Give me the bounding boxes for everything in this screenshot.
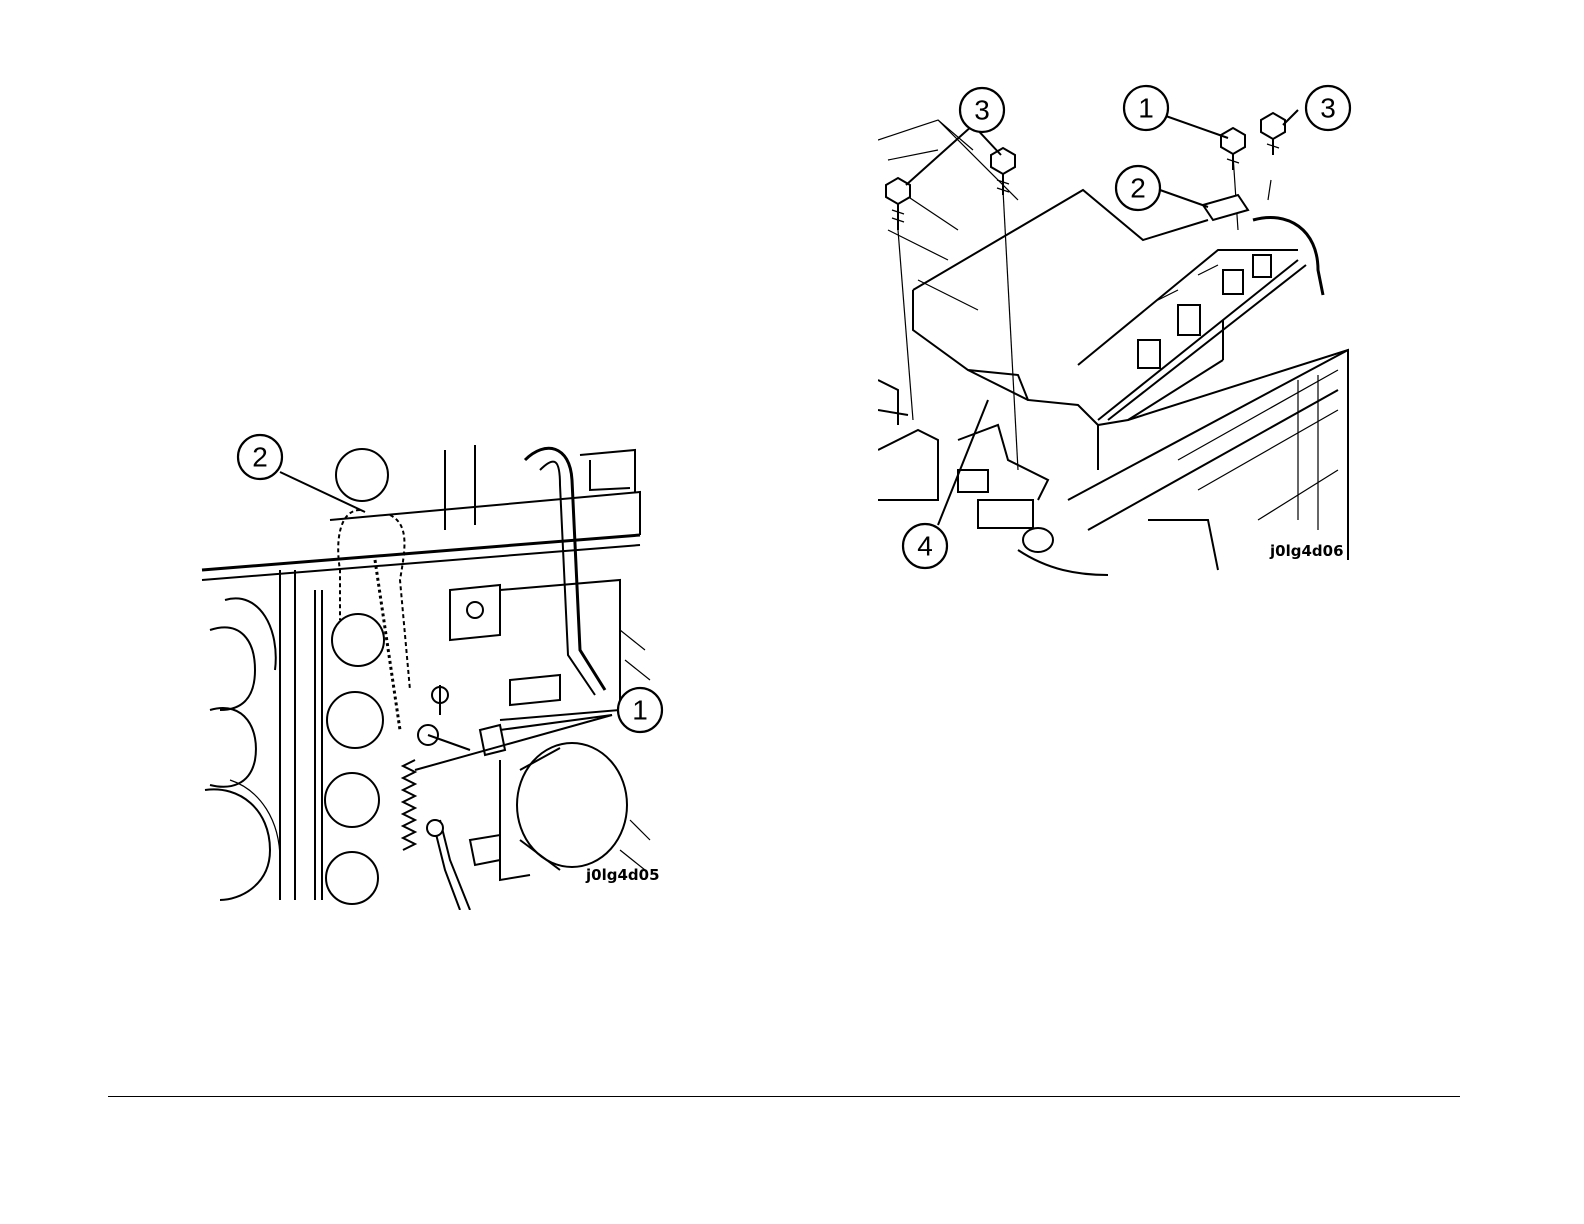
figure-left-illustration: 2 1 j0lg4d05 [200,430,670,910]
callout-label-1: 1 [1138,93,1154,124]
footer-rule [108,1096,1460,1097]
figure-id-right: j0lg4d06 [1269,542,1344,560]
screw-center [991,148,1015,195]
callout-label-3b: 3 [1320,93,1336,124]
figure-id-left: j0lg4d05 [585,866,660,884]
callout-label-1: 1 [632,695,648,726]
callout-label-3a: 3 [974,95,990,126]
clip-part [1203,195,1248,220]
callout-label-2: 2 [1130,173,1146,204]
figure-right-drawing: 3 1 3 2 4 j0lg4d06 [878,80,1368,580]
screw-right-3 [1261,113,1285,155]
figure-left-drawing: 2 1 j0lg4d05 [200,430,670,910]
callout-label-4: 4 [917,531,933,562]
screw-right-1 [1221,128,1245,170]
callout-label-2: 2 [252,442,268,473]
roller-top [336,449,388,501]
figure-right-illustration: 3 1 3 2 4 j0lg4d06 [878,80,1368,580]
screw-left [886,178,910,230]
